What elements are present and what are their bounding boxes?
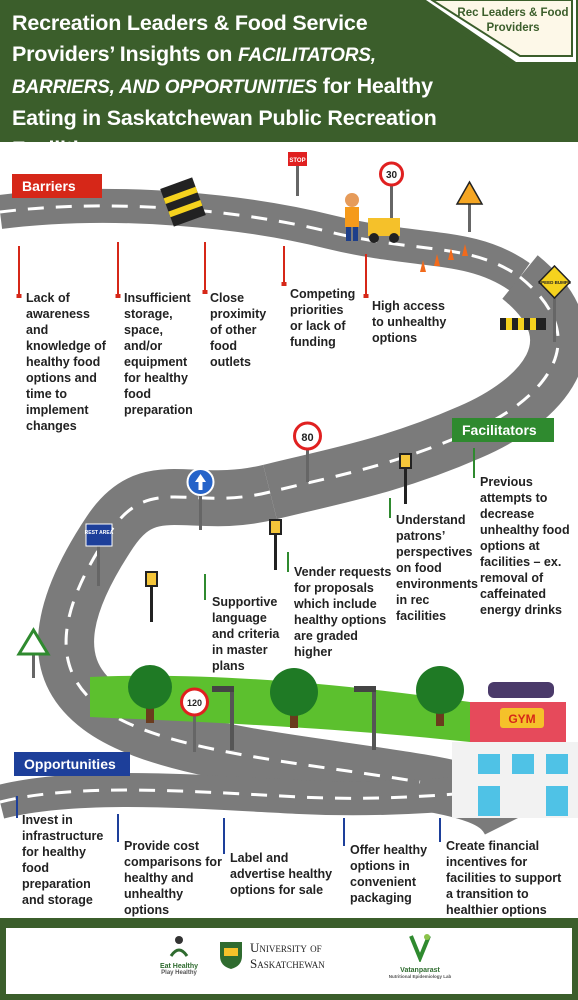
- speed-80-text: 80: [301, 432, 313, 444]
- opportunity-item-2: Provide cost comparisons for healthy and…: [124, 839, 222, 917]
- speed-120-sign-icon: 120: [180, 687, 209, 752]
- eat-healthy-logo: Eat Healthy Play Healthy: [144, 934, 214, 990]
- barrier-connectors: [16, 242, 369, 298]
- opportunity-item-4: Offer healthy options in convenient pack…: [350, 843, 428, 905]
- eat-healthy-text-1: Eat Healthy: [159, 963, 199, 970]
- lantern-2-icon: [269, 519, 282, 570]
- eat-healthy-text-2: Play Healthy: [161, 970, 197, 976]
- footer: Eat Healthy Play Healthy University of S…: [0, 918, 578, 1000]
- warning-curve-sign-icon: [16, 627, 51, 678]
- facilitator-item-4: Supportive language and criteria in mast…: [212, 595, 280, 673]
- audience-badge: Rec Leaders & Food Providers: [416, 0, 578, 70]
- stop-sign-text: STOP: [289, 158, 305, 164]
- barricade-icon: [160, 177, 206, 227]
- title-line-1: Recreation Leaders & Food Service: [12, 11, 368, 35]
- title-line-2b: Facilitators,: [237, 45, 376, 66]
- title-line-3b: for Healthy: [316, 74, 433, 98]
- road-work-sign-icon: [455, 180, 484, 232]
- barriers-label: Barriers: [12, 174, 102, 198]
- usask-logo: University of Saskatchewan: [218, 940, 368, 984]
- facilitator-item-3: Vender requests for proposals which incl…: [294, 565, 392, 659]
- speed-30-sign-icon: 30: [379, 161, 404, 224]
- usask-text-1: University of: [250, 940, 322, 955]
- vatanparast-text-2: Nutritional Epidemiology Lab: [388, 974, 452, 979]
- facilitator-item-1: Previous attempts to decrease unhealthy …: [480, 475, 570, 617]
- barrier-item-1: Lack of awareness and knowledge of healt…: [26, 291, 106, 433]
- footer-logos: Eat Healthy Play Healthy University of S…: [6, 928, 572, 994]
- street-lamp-1-icon: [212, 686, 234, 750]
- rest-area-sign-icon: REST AREA: [85, 523, 114, 586]
- lantern-3-icon: [399, 453, 412, 504]
- street-lamp-2-icon: [354, 686, 376, 750]
- badge-shape: [416, 0, 578, 70]
- barrier-item-5: High access to unhealthy options: [372, 299, 447, 345]
- traffic-cones-icon: [420, 244, 468, 272]
- up-arrow-sign-icon: [186, 468, 215, 530]
- speed-bump-text: SPEED BUMPS: [538, 280, 571, 285]
- lantern-1-icon: [145, 571, 158, 622]
- title-line-2a: Providers’ Insights on: [12, 42, 238, 66]
- facilitator-connectors: [204, 448, 475, 600]
- eat-healthy-icon: [169, 936, 189, 957]
- road-center-line-top: [0, 204, 521, 279]
- gym-building-icon: GYM: [452, 682, 578, 818]
- page-title: Recreation Leaders & Food Service Provid…: [12, 8, 482, 165]
- road-segment-top: [0, 188, 530, 292]
- speed-30-text: 30: [386, 170, 398, 181]
- barrier-item-3: Close proximity of other food outlets: [210, 291, 267, 369]
- stop-sign-icon: STOP: [288, 152, 307, 196]
- tree-1-icon: [128, 665, 172, 723]
- barrier-item-4: Competing priorities or lack of funding: [290, 287, 356, 349]
- speed-80-sign-icon: 80: [293, 421, 322, 482]
- facilitator-item-2: Understand patrons’ perspectives on food…: [396, 513, 478, 623]
- title-line-3a: Barriers, and Opportunities: [12, 77, 317, 98]
- road-center-line-middle: [64, 490, 421, 784]
- header: Recreation Leaders & Food Service Provid…: [0, 0, 578, 161]
- opportunity-item-5: Create financial incentives for faciliti…: [446, 839, 562, 917]
- road-scene: STOP 30 80 120 REST AREA SPEED BUMPS GYM: [0, 142, 578, 918]
- opportunity-item-3: Label and advertise healthy options for …: [230, 851, 333, 897]
- badge-text: Rec Leaders & Food Providers: [457, 7, 569, 34]
- usask-text-2: Saskatchewan: [250, 956, 325, 971]
- facilitators-label: Facilitators: [452, 418, 554, 442]
- road-worker-icon: [345, 193, 400, 243]
- opportunity-item-1: Invest in infrastructure for healthy foo…: [22, 813, 104, 907]
- road-barrier-icon: [500, 318, 546, 330]
- rest-area-text: REST AREA: [85, 530, 114, 536]
- speed-120-text: 120: [187, 698, 202, 708]
- opportunity-connectors: [16, 796, 441, 854]
- speed-bump-sign-icon: SPEED BUMPS: [537, 264, 572, 342]
- opportunities-label: Opportunities: [14, 752, 130, 776]
- gym-sign-text: GYM: [508, 712, 535, 726]
- barrier-item-2: Insufficient storage, space, and/or equi…: [124, 291, 193, 417]
- tree-2-icon: [270, 668, 318, 728]
- usask-shield-icon: [220, 942, 242, 969]
- vatanparast-logo: Vatanparast Nutritional Epidemiology Lab: [380, 932, 460, 990]
- vatanparast-text-1: Vatanparast: [400, 967, 440, 974]
- vatanparast-icon: [409, 934, 431, 964]
- tree-3-icon: [416, 666, 464, 726]
